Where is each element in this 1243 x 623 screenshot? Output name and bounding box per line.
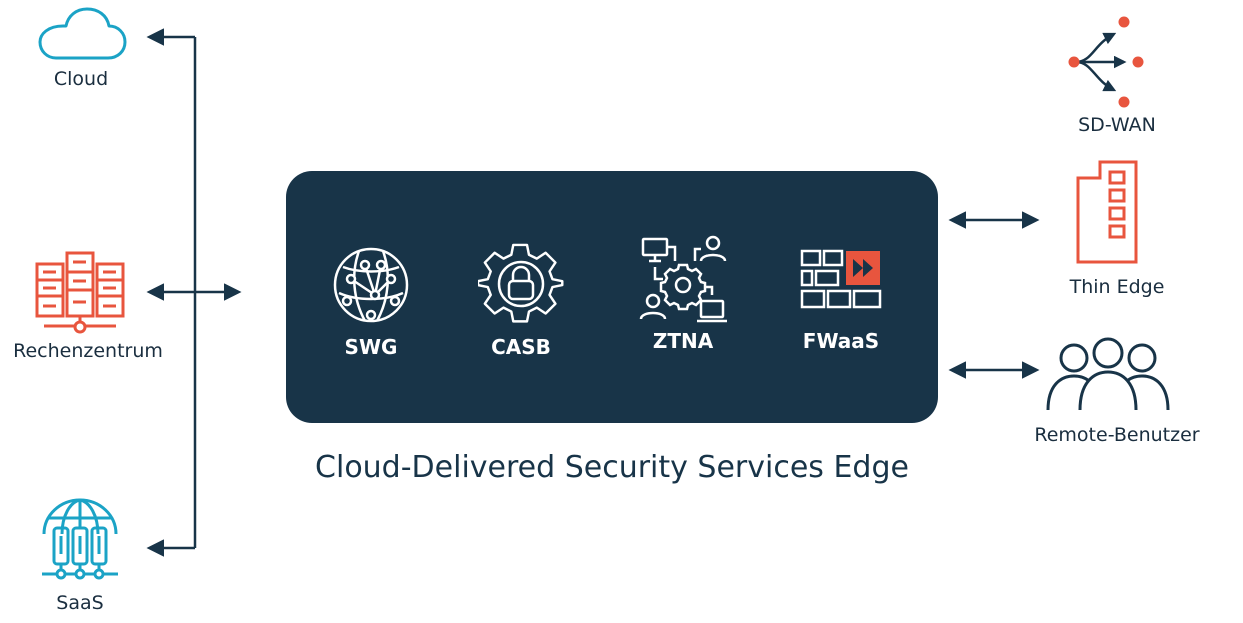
service-swg: SWG [306,243,436,359]
building-icon [1076,160,1138,264]
globe-server-icon [42,498,118,580]
remote-users-label: Remote-Benutzer [1034,424,1200,446]
node-thin-edge [1074,158,1140,264]
node-datacenter [34,250,126,334]
gear-lock-icon [478,243,564,323]
server-rack-icon [35,251,125,334]
node-cloud [34,6,130,62]
service-label-swg: SWG [344,335,398,359]
user-group-icon [1046,337,1170,411]
service-ztna: ZTNA [618,235,748,353]
datacenter-label: Rechenzentrum [13,340,163,362]
node-sdwan [1064,14,1154,110]
branch-arrows-icon [1068,16,1144,108]
network-globe-icon [333,247,409,323]
node-saas [38,498,122,582]
thin-edge-label: Thin Edge [1069,276,1165,298]
cloud-icon [38,7,127,60]
service-fwaas: FWaaS [776,249,906,353]
node-remote-users [1044,336,1172,414]
service-label-casb: CASB [491,335,551,359]
cloud-label: Cloud [53,68,109,90]
sse-box: SWG CASB [286,171,938,423]
service-label-fwaas: FWaaS [802,329,880,353]
service-casb: CASB [456,241,586,359]
firewall-icon [800,249,882,309]
sse-caption: Cloud-Delivered Security Services Edge [315,450,909,485]
saas-label: SaaS [56,592,104,614]
service-label-ztna: ZTNA [652,329,714,353]
zero-trust-network-icon [639,235,727,323]
sdwan-label: SD-WAN [1078,114,1156,136]
